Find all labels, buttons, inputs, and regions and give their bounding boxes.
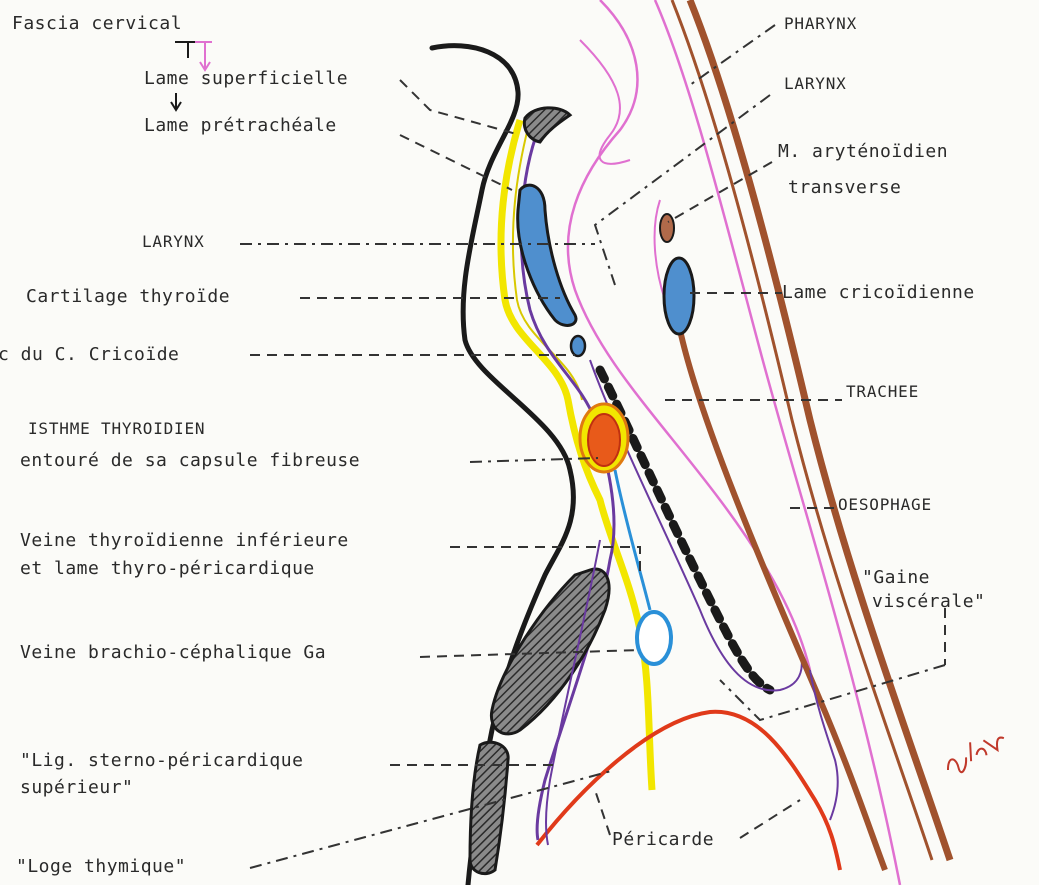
- label-fascia-cervical: Fascia cervical: [12, 13, 182, 34]
- pink-fascia-inner: [580, 40, 630, 164]
- label-arc-cricoide: c du C. Cricoïde: [0, 344, 179, 365]
- arrow-fascia-black: [175, 42, 202, 58]
- sternum-body: [470, 742, 508, 873]
- label-loge-thymique: "Loge thymique": [16, 856, 186, 877]
- label-oesophage: OESOPHAGE: [838, 495, 932, 514]
- hyoid-bone: [524, 108, 570, 142]
- label-arytenoidien-1: M. aryténoïdien: [778, 141, 948, 162]
- label-cartilage-thyroide: Cartilage thyroïde: [26, 286, 230, 307]
- arrow-lame-superficielle: [171, 93, 181, 110]
- cricoid-lamina: [664, 258, 694, 334]
- pink-fascia-right: [655, 0, 900, 885]
- label-larynx-right: LARYNX: [784, 74, 847, 93]
- pink-fascia-left: [568, 0, 810, 670]
- leader-pericarde-right: [740, 800, 800, 838]
- thyroid-isthmus: [588, 414, 620, 466]
- label-isthme-1: ISTHME THYROIDIEN: [28, 419, 205, 438]
- label-lame-superficielle: Lame superficielle: [144, 68, 348, 89]
- label-lame-cricoidienne: Lame cricoïdienne: [782, 282, 975, 303]
- label-gaine-1: "Gaine: [862, 567, 930, 588]
- label-lig-2: supérieur": [20, 777, 133, 798]
- leader-lame-superficielle: [400, 80, 520, 135]
- label-gaine-2: viscérale": [872, 591, 985, 612]
- leader-lame-pretracheale: [400, 135, 512, 190]
- leader-larynx-right: [595, 95, 770, 285]
- cricoid-arc: [571, 336, 585, 356]
- leader-pericarde-left: [595, 790, 610, 835]
- label-lig-1: "Lig. sterno-péricardique: [20, 750, 303, 771]
- arrow-fascia-pink: [195, 42, 212, 70]
- label-isthme-2: entouré de sa capsule fibreuse: [20, 450, 360, 471]
- label-pericarde: Péricarde: [612, 829, 714, 850]
- label-veine-inf-2: et lame thyro-péricardique: [20, 558, 315, 579]
- label-veine-inf-1: Veine thyroïdienne inférieure: [20, 530, 349, 551]
- label-lame-pretracheale: Lame prétrachéale: [144, 115, 337, 136]
- tracheal-rings: [600, 370, 770, 690]
- artist-signature: [942, 725, 1007, 780]
- label-veine-brachio: Veine brachio-céphalique Ga: [20, 642, 326, 663]
- label-pharynx: PHARYNX: [784, 14, 857, 33]
- arytenoid-muscle: [660, 214, 674, 242]
- label-arytenoidien-2: transverse: [788, 177, 901, 198]
- label-trachee: TRACHEE: [846, 382, 919, 401]
- label-larynx-left: LARYNX: [142, 232, 205, 251]
- brachiocephalic-vein: [637, 612, 671, 664]
- leader-isthme: [470, 458, 598, 462]
- esophagus-back: [690, 0, 950, 860]
